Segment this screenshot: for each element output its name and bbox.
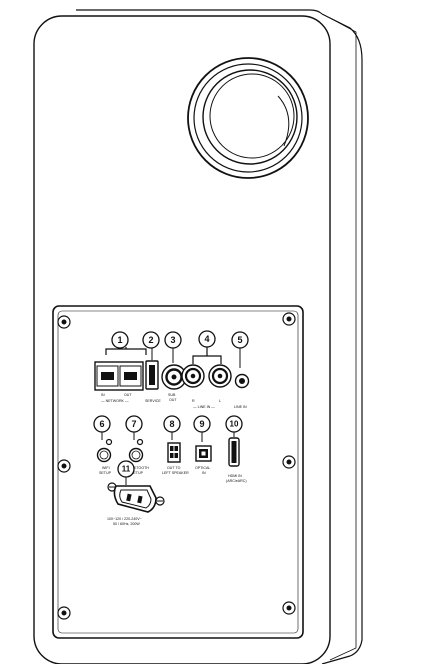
panel-screw-icon — [282, 455, 296, 469]
callout-number: 4 — [204, 334, 209, 344]
callout-number: 9 — [199, 419, 204, 429]
line-in-pair-label: — LINE IN — — [193, 405, 215, 409]
callout-number: 5 — [237, 335, 242, 345]
callout-number: 7 — [131, 419, 136, 429]
optical-in-line-1: OPTICAL — [195, 466, 210, 470]
network-out-label: OUT — [124, 393, 132, 397]
callout-5: 5 — [231, 331, 249, 349]
left-speaker-label: OUT TO LEFT SPEAKER — [162, 466, 189, 475]
line-in-r-label: R — [192, 399, 195, 403]
network-ports — [94, 347, 147, 391]
wifi-setup-line-2: SETUP — [99, 471, 112, 475]
line-in-label: LINE IN — [234, 405, 247, 409]
bluetooth-setup-button — [128, 432, 144, 463]
callout-number: 10 — [230, 420, 239, 429]
optical-in-line-2: IN — [202, 471, 206, 475]
network-label: — NETWORK — — [101, 399, 129, 403]
cabinet-top-edge — [76, 9, 323, 15]
callout-number: 8 — [169, 419, 174, 429]
line-in-l-label: L — [219, 399, 221, 403]
line-in-rca-jacks — [181, 346, 232, 388]
optical-in-label: OPTICAL IN — [195, 466, 211, 475]
service-label: SERVICE — [145, 399, 161, 403]
sub-out-line-1: SUB — [168, 393, 176, 397]
panel-screw-icon — [282, 601, 296, 615]
power-rating-line-1: 100~120 / 220-240V~ — [107, 517, 142, 521]
power-rating-line-2: 50 / 60Hz, 200W — [113, 522, 140, 526]
hdmi-in-line-2: (ARC/eARC) — [226, 479, 247, 483]
ac-power-inlet — [107, 477, 165, 513]
callout-9: 9 — [193, 415, 211, 433]
wifi-setup-button — [96, 432, 113, 463]
panel-screw-icon — [57, 315, 71, 329]
line-in-mini-jack — [234, 348, 250, 389]
hdmi-in-label: HDMI IN (ARC/eARC) — [226, 474, 247, 483]
panel-screw-icon — [282, 312, 296, 326]
left-speaker-line-2: LEFT SPEAKER — [162, 471, 189, 475]
callout-6: 6 — [93, 415, 111, 433]
callout-number: 3 — [170, 335, 175, 345]
bluetooth-setup-label: BLUETOOTH SETUP — [127, 466, 150, 475]
sub-out-rca-jack — [161, 348, 187, 390]
callout-number: 6 — [99, 419, 104, 429]
bluetooth-setup-line-2: SETUP — [131, 471, 144, 475]
panel-screw-icon — [57, 459, 71, 473]
callout-number: 11 — [122, 465, 131, 474]
bass-port — [187, 57, 309, 179]
wifi-setup-label: WIFI SETUP — [99, 466, 112, 475]
left-speaker-line-1: OUT TO — [167, 466, 181, 470]
wifi-setup-line-1: WIFI — [102, 466, 110, 470]
service-usb-port — [145, 348, 159, 390]
callout-4: 4 — [198, 330, 216, 348]
callout-10: 10 — [225, 415, 243, 433]
cabinet-side — [321, 13, 363, 664]
hdmi-in-line-1: HDMI IN — [228, 474, 242, 478]
optical-input — [195, 432, 212, 462]
cabinet-side-inner — [329, 17, 357, 661]
hdmi-input — [228, 432, 240, 467]
callout-number: 2 — [148, 335, 153, 345]
callout-11: 11 — [117, 460, 135, 478]
callout-7: 7 — [125, 415, 143, 433]
callout-number: 1 — [117, 335, 122, 345]
callout-1: 1 — [111, 331, 129, 349]
callout-3: 3 — [164, 331, 182, 349]
callout-8: 8 — [163, 415, 181, 433]
power-rating-label: 100~120 / 220-240V~ 50 / 60Hz, 200W — [107, 517, 143, 526]
sub-out-line-2: OUT — [169, 398, 177, 402]
sub-out-label: SUB OUT — [168, 393, 177, 402]
network-in-label: IN — [101, 393, 105, 397]
bluetooth-setup-line-1: BLUETOOTH — [127, 466, 149, 470]
callout-2: 2 — [142, 331, 160, 349]
panel-screw-icon — [57, 606, 71, 620]
connector-panel-inner — [57, 310, 299, 634]
left-speaker-output — [167, 432, 181, 463]
